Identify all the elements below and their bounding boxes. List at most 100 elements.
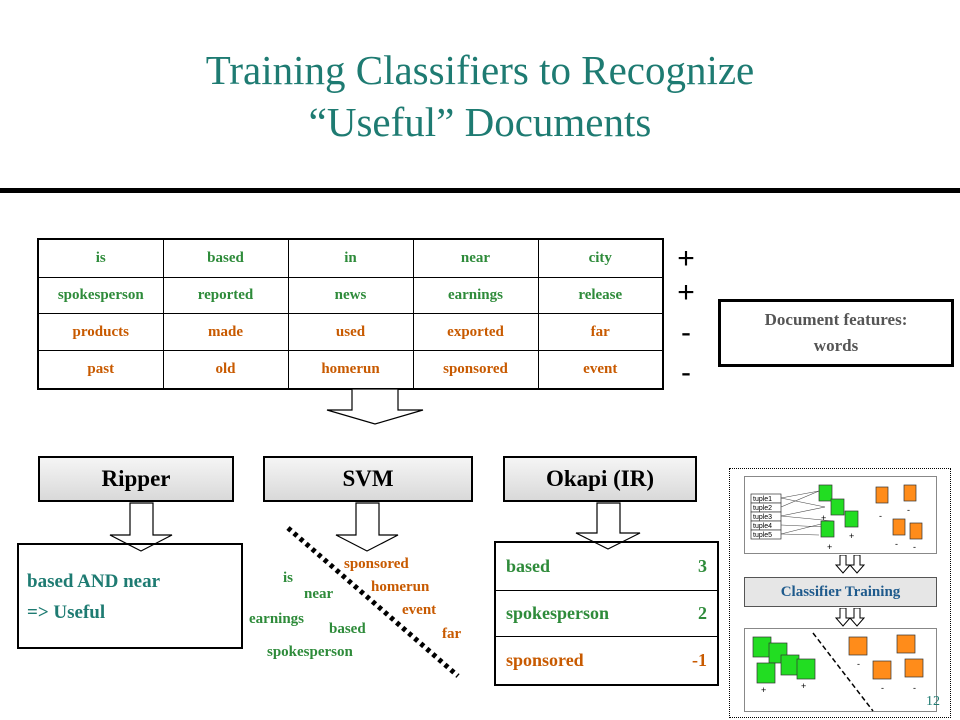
document-icon [756, 662, 776, 684]
svm-word: event [402, 602, 437, 618]
training-output-panel: + + - - - [744, 628, 937, 712]
okapi-weight: 2 [675, 589, 718, 637]
down-arrow-icon [848, 555, 866, 574]
word-cell: near [412, 238, 539, 278]
connector-line [780, 524, 826, 528]
document-icon [818, 484, 833, 502]
word-cell: news [287, 276, 414, 315]
class-sign: - [857, 659, 860, 669]
down-arrow-icon [834, 555, 852, 574]
connector-line [780, 490, 820, 499]
okapi-box: Okapi (IR) [503, 456, 697, 502]
tuple-label: tuple4 [753, 523, 772, 530]
class-sign: + [761, 685, 766, 695]
class-sign: - [881, 683, 884, 693]
slide-title: Training Classifiers to Recognize “Usefu… [0, 44, 960, 148]
tuple-box [750, 529, 782, 540]
svm-word: far [442, 626, 462, 642]
word-cell: in [287, 238, 414, 278]
svm-word: is [283, 570, 294, 586]
word-cell: based [162, 238, 289, 278]
title-divider [0, 188, 960, 193]
word-cell: used [287, 313, 414, 352]
down-arrow-icon [848, 608, 866, 627]
class-sign: - [907, 505, 910, 515]
word-cell: exported [412, 313, 539, 352]
title-line-1: Training Classifiers to Recognize [205, 47, 755, 93]
row-1-sign: + [677, 242, 695, 275]
okapi-term: sponsored [495, 636, 675, 685]
okapi-term: spokesperson [495, 589, 675, 637]
ripper-rule-line-1: based AND near [27, 571, 161, 592]
word-cell: spokesperson [37, 276, 164, 315]
document-icon [896, 634, 916, 654]
classifier-training-label: Classifier Training [780, 583, 901, 600]
word-cell: sponsored [412, 350, 539, 390]
down-arrow-icon [335, 502, 399, 552]
class-sign: + [821, 513, 826, 523]
svm-word: homerun [371, 579, 430, 595]
ripper-label: Ripper [101, 466, 171, 491]
class-sign: - [879, 511, 882, 521]
svm-word: spokesperson [267, 644, 353, 660]
okapi-label: Okapi (IR) [546, 466, 654, 491]
document-icon [903, 484, 917, 502]
word-cell: past [37, 350, 164, 390]
diagram-arrows [834, 608, 866, 627]
row-4-sign: - [681, 356, 691, 389]
connector-line [780, 490, 820, 508]
document-icon [892, 518, 906, 536]
row-3-sign: - [681, 316, 691, 349]
okapi-weight: 3 [675, 541, 718, 591]
training-output-graphic: + + - - - [752, 632, 924, 712]
document-icon [848, 636, 868, 656]
svm-separator-line [286, 526, 460, 678]
classifier-training-diagram [729, 468, 951, 718]
ripper-rule-box [17, 543, 243, 649]
class-sign: + [801, 681, 806, 691]
slide-number: 12 [926, 694, 940, 709]
svm-word: near [304, 586, 334, 602]
tuple-label: tuple1 [753, 496, 772, 503]
document-icon [752, 636, 772, 658]
okapi-row: based 3 [495, 541, 718, 591]
title-line-2: “Useful” Documents [308, 99, 652, 145]
class-sign: - [895, 539, 898, 549]
word-cell: city [537, 238, 664, 278]
tuple-label: tuple5 [753, 532, 772, 539]
connector-line [780, 533, 820, 536]
classifier-training-box: Classifier Training [744, 577, 937, 607]
class-sign: - [913, 542, 916, 552]
document-icon [820, 520, 835, 538]
document-features-note: Document features: words [718, 299, 954, 367]
svm-box: SVM [263, 456, 473, 502]
connector-line [780, 515, 834, 522]
ripper-rule-line-2: => Useful [27, 602, 106, 623]
tuple-label: tuple2 [753, 505, 772, 512]
document-icon [909, 522, 923, 540]
document-icon [830, 498, 845, 516]
down-arrow-icon [834, 608, 852, 627]
word-cell: made [162, 313, 289, 352]
class-sign: - [913, 683, 916, 693]
diagram-arrows [834, 555, 866, 574]
okapi-weight: -1 [675, 636, 718, 685]
okapi-term: based [506, 555, 551, 576]
svm-label: SVM [342, 466, 394, 491]
document-icon [875, 486, 889, 504]
tuple-label: tuple3 [753, 514, 772, 521]
ripper-box: Ripper [38, 456, 234, 502]
document-icon [844, 510, 859, 528]
document-icon [780, 654, 800, 676]
word-cell: reported [162, 276, 289, 315]
document-icon [796, 658, 816, 680]
svm-word: sponsored [344, 556, 409, 572]
